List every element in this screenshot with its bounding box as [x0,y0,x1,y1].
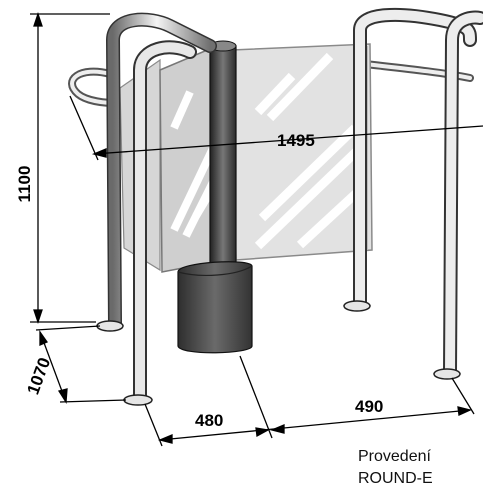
glass-panel-front [159,46,218,273]
model-caption: Provedení ROUND-E [358,446,480,490]
dim-depth-label: 1070 [23,355,54,397]
dim-bottom-left-label: 480 [195,411,223,430]
dim-bottom-right-label: 490 [355,397,383,416]
tubular-frame [106,7,483,405]
caption-line-1: Provedení [358,448,431,465]
central-column [209,40,237,274]
dimension-lines [30,11,483,447]
dim-width-label: 1495 [277,131,315,150]
post-feet [96,300,461,406]
base-pedestal [177,261,253,354]
glass-panel-right [231,43,373,261]
caption-line-2: ROUND-E [358,470,433,487]
dim-height-label: 1100 [15,166,34,203]
